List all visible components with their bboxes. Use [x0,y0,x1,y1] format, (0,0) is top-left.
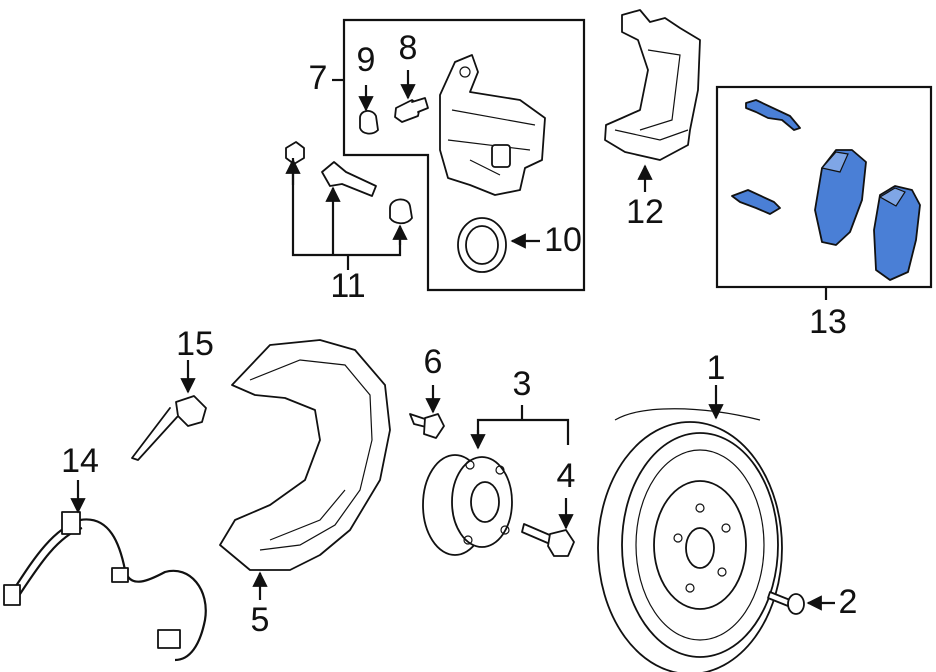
pad-clip-upper [745,99,801,131]
leader-lines [70,70,835,611]
label-part-1: 1 [707,349,726,387]
label-part-2: 2 [839,583,858,621]
label-part-8: 8 [399,29,418,67]
label-part-12: 12 [626,193,664,231]
hub-bolt [409,413,445,439]
piston-seal [457,217,507,273]
label-part-3: 3 [513,365,532,403]
label-part-13: 13 [809,303,847,341]
abs-sensor [131,395,207,461]
bleeder-cap [359,110,379,135]
caliper-kit-box [332,18,586,292]
rotor-screw [767,591,805,615]
guide-pin-kit [285,141,413,225]
hub-bearing [422,454,513,556]
brake-pad-inner [814,149,867,246]
label-part-10: 10 [544,221,582,259]
brake-pad-outer [873,185,921,281]
label-part-15: 15 [176,325,214,363]
label-part-6: 6 [424,343,443,381]
label-part-9: 9 [357,41,376,79]
label-part-7: 7 [309,59,328,97]
splash-shield [219,339,391,571]
label-part-11: 11 [330,267,365,305]
label-part-5: 5 [251,601,270,639]
pad-clip-lower [731,189,781,215]
bleeder-screw [394,97,429,123]
label-part-4: 4 [557,457,576,495]
caliper-housing [439,54,546,196]
brake-rotor [597,408,783,672]
label-part-14: 14 [61,442,99,480]
brake-pad-kit-box [715,85,933,300]
caliper-bracket [604,9,701,161]
hub-bolt-long [521,523,575,557]
abs-wire-harness [3,511,207,662]
